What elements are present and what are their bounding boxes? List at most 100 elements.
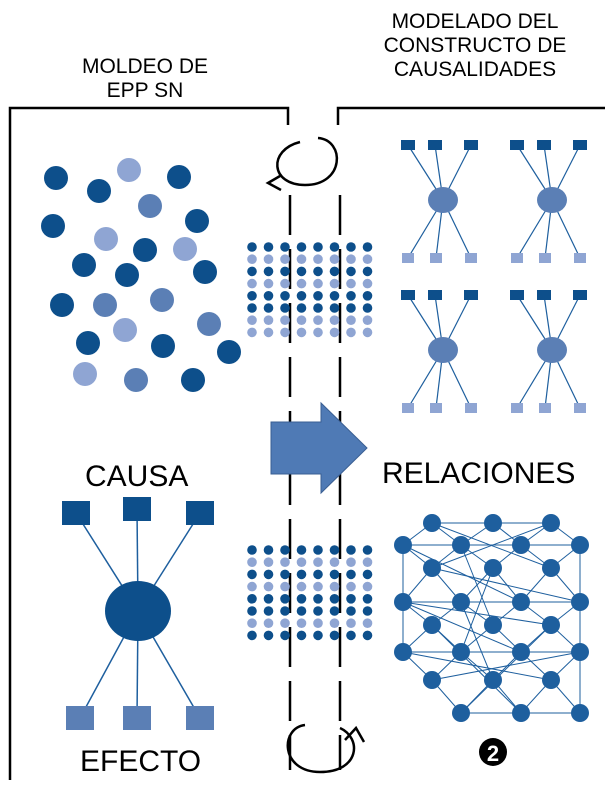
mesh-node: [542, 514, 560, 532]
mesh-node: [394, 536, 412, 554]
unit-hub: [537, 337, 567, 363]
matrix-dot: [296, 315, 307, 326]
mesh-node: [484, 514, 502, 532]
scatter-dot: [73, 362, 97, 386]
scatter-dot: [50, 293, 74, 317]
scatter-dot: [87, 179, 111, 203]
matrix-dot: [362, 291, 373, 301]
unit-hub: [428, 337, 458, 363]
matrix-dot: [296, 581, 307, 592]
matrix-dot: [346, 606, 356, 616]
matrix-dot: [296, 303, 307, 313]
relations-label: RELACIONES: [382, 457, 576, 490]
matrix-dot: [362, 254, 373, 264]
matrix-dot: [313, 557, 323, 567]
mesh-node: [542, 559, 560, 577]
cause-node: [62, 501, 90, 525]
scatter-dot: [76, 331, 100, 355]
matrix-dot: [263, 606, 274, 616]
matrix-dot: [263, 291, 274, 301]
matrix-dot: [346, 242, 356, 252]
matrix-dot: [280, 545, 290, 555]
mesh-node: [571, 704, 589, 722]
mesh-node: [394, 593, 412, 611]
matrix-dot: [263, 581, 274, 592]
unit-top-node: [464, 140, 478, 150]
unit-bottom-node: [511, 253, 523, 263]
mesh-node: [571, 536, 589, 554]
matrix-dot: [263, 327, 274, 338]
unit-top-node: [464, 290, 478, 300]
matrix-dot: [296, 327, 307, 338]
matrix-dot: [329, 569, 340, 580]
unit-bottom-node: [402, 403, 414, 413]
matrix-dot: [263, 630, 274, 641]
unit-bottom-node: [539, 253, 551, 263]
scatter-dot: [181, 368, 205, 392]
effect-node: [186, 706, 214, 730]
matrix-dot: [247, 569, 257, 580]
matrix-dot: [247, 581, 257, 592]
matrix-dot: [313, 630, 323, 641]
scatter-dot: [94, 227, 118, 251]
matrix-dot: [280, 557, 290, 567]
unit-bottom-node: [402, 253, 414, 263]
scatter-dot: [167, 165, 191, 189]
matrix-dot: [280, 630, 290, 641]
matrix-dot: [296, 594, 307, 604]
mesh-node: [542, 671, 560, 689]
matrix-dot: [263, 242, 274, 252]
matrix-dot: [329, 315, 340, 326]
matrix-dot: [247, 630, 257, 641]
matrix-dot: [313, 327, 323, 338]
matrix-dot: [329, 278, 340, 289]
matrix-dot: [296, 606, 307, 616]
matrix-dot: [263, 266, 274, 277]
matrix-dot: [329, 630, 340, 641]
matrix-dot: [329, 557, 340, 567]
unit-top-node: [537, 290, 551, 300]
matrix-dot: [313, 315, 323, 326]
mesh-link: [460, 567, 494, 653]
matrix-dot: [329, 303, 340, 313]
scatter-dot: [72, 253, 96, 277]
matrix-dot: [362, 618, 373, 628]
matrix-dot: [362, 581, 373, 592]
matrix-dot: [362, 266, 373, 277]
matrix-dot: [263, 278, 274, 289]
matrix-dot: [263, 254, 274, 264]
scatter-dot: [151, 334, 175, 358]
matrix-dot: [263, 594, 274, 604]
mesh-node: [484, 671, 502, 689]
matrix-dot: [346, 557, 356, 567]
unit-top-node: [573, 140, 587, 150]
matrix-dot: [346, 266, 356, 277]
mesh-link: [460, 544, 494, 626]
scatter-dot: [193, 260, 217, 284]
right-title-line-2: CONSTRUCTO DE: [383, 34, 567, 57]
matrix-dot: [329, 618, 340, 628]
scatter-dot: [133, 238, 157, 262]
matrix-dot: [329, 254, 340, 264]
matrix-dot: [280, 581, 290, 592]
scatter-dot: [44, 166, 68, 190]
mesh-link: [460, 624, 552, 714]
matrix-dot: [329, 242, 340, 252]
matrix-dot: [362, 278, 373, 289]
mesh-link: [402, 651, 552, 681]
scatter-dot: [173, 237, 197, 261]
right-title-line-1: MODELADO DEL: [391, 10, 559, 33]
matrix-dot: [329, 581, 340, 592]
matrix-dot: [346, 303, 356, 313]
matrix-dot: [313, 569, 323, 580]
matrix-dot: [362, 315, 373, 326]
mesh-link: [431, 651, 581, 681]
effect-node: [123, 706, 151, 730]
matrix-dot: [313, 254, 323, 264]
matrix-dot: [329, 266, 340, 277]
unit-top-node: [401, 140, 415, 150]
matrix-dot: [329, 594, 340, 604]
cause-node: [123, 497, 151, 521]
matrix-dot: [263, 557, 274, 567]
matrix-dot: [346, 278, 356, 289]
